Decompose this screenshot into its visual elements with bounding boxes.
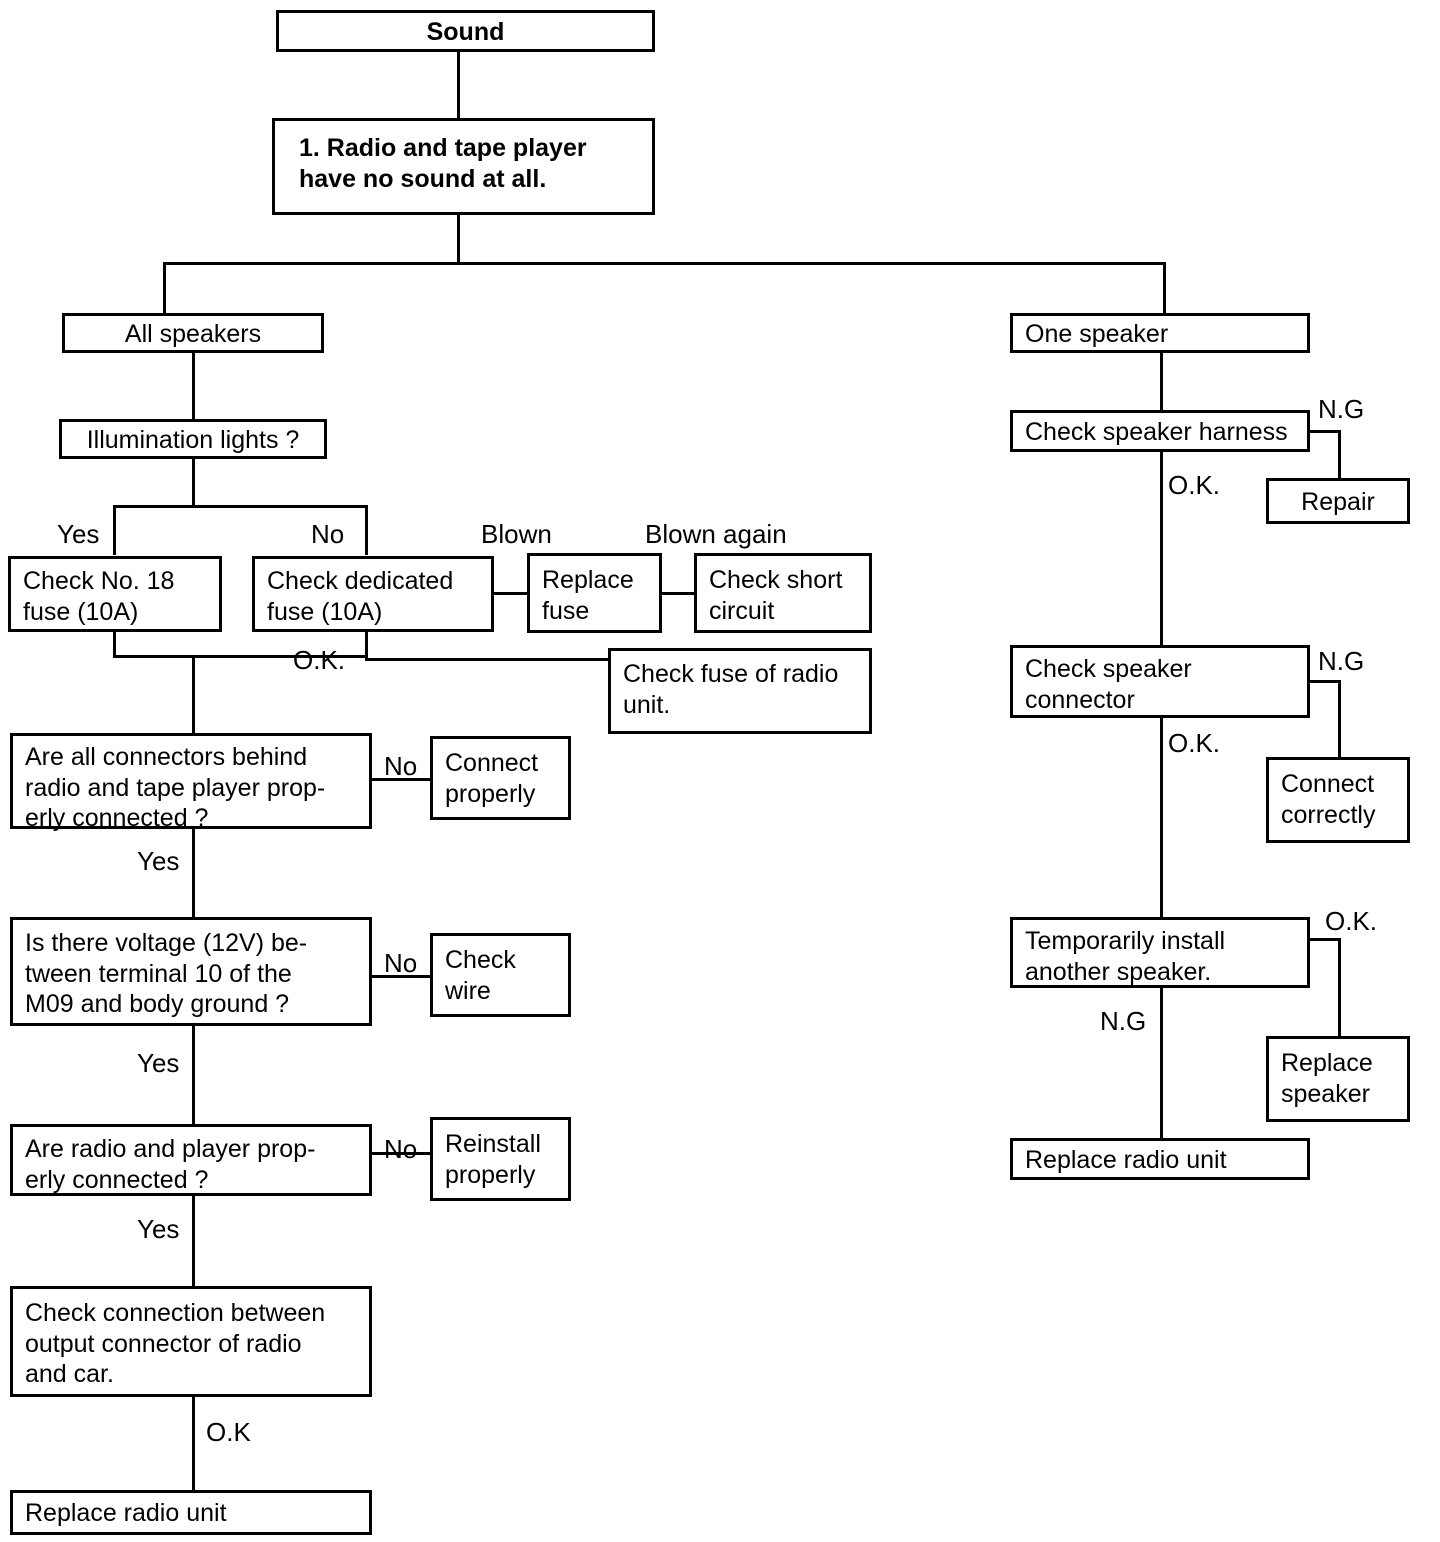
edge-temp-to-replace-radio — [1160, 988, 1163, 1138]
edge-voltage-to-radioplayer — [192, 1026, 195, 1124]
edge-harness-ng-down — [1338, 430, 1341, 480]
edge-label-no-connectors: No — [384, 751, 418, 781]
edge-voltage-to-check-wire — [372, 975, 432, 978]
edge-connector-ng-right — [1307, 680, 1341, 683]
node-temporarily-install[interactable]: Temporarily install another speaker. — [1010, 917, 1310, 988]
edge-ok-junction-down — [192, 655, 195, 733]
edge-label-ok-output: O.K — [206, 1417, 251, 1447]
node-replace-radio-unit-left[interactable]: Replace radio unit — [10, 1490, 372, 1535]
edge-dedicated-to-replace-fuse — [491, 592, 530, 595]
edge-radioplayer-to-output — [192, 1196, 195, 1286]
edge-label-no-radio-player: No — [384, 1134, 418, 1164]
node-check-speaker-harness[interactable]: Check speaker harness — [1010, 410, 1310, 452]
node-all-speakers[interactable]: All speakers — [62, 313, 324, 353]
node-check-speaker-connector[interactable]: Check speaker connector — [1010, 645, 1310, 718]
edge-label-ng-temp-install: N.G — [1100, 1006, 1147, 1036]
node-reinstall-properly[interactable]: Reinstall properly — [430, 1117, 571, 1201]
node-replace-radio-unit-right[interactable]: Replace radio unit — [1010, 1138, 1310, 1180]
node-check-dedicated-fuse[interactable]: Check dedicated fuse (10A) — [252, 556, 494, 632]
node-voltage-question[interactable]: Is there voltage (12V) be- tween termina… — [10, 917, 372, 1026]
edge-illumination-yes-down — [113, 505, 116, 555]
edge-label-no-voltage: No — [384, 948, 418, 978]
edge-no18-down-a — [113, 632, 116, 658]
edge-harness-to-connector — [1160, 452, 1163, 648]
edge-allspeakers-to-illumination — [192, 353, 195, 421]
edge-split-left-down — [163, 262, 166, 315]
edge-label-ok-fuse: O.K. — [293, 645, 346, 675]
edge-label-ok-temp-install: O.K. — [1325, 906, 1378, 936]
edge-onespeaker-to-harness — [1160, 353, 1163, 413]
edge-label-blown: Blown — [481, 519, 552, 549]
edge-temp-ok-right — [1307, 938, 1341, 941]
edge-split-bar — [163, 262, 1166, 265]
edge-sound-to-symptom — [457, 52, 460, 118]
edge-illumination-down — [192, 459, 195, 508]
node-illumination-lights[interactable]: Illumination lights ? — [59, 419, 327, 459]
node-check-fuse-radio-unit[interactable]: Check fuse of radio unit. — [608, 648, 872, 734]
node-one-speaker[interactable]: One speaker — [1010, 313, 1310, 353]
edge-symptom-down — [457, 215, 460, 265]
edge-replace-to-short-circuit — [659, 592, 697, 595]
node-connect-correctly[interactable]: Connect correctly — [1266, 757, 1410, 843]
edge-connector-to-temp-install — [1160, 718, 1163, 920]
node-sound[interactable]: Sound — [276, 10, 655, 52]
edge-output-to-replace-radio — [192, 1397, 195, 1490]
node-check-wire[interactable]: Check wire — [430, 933, 571, 1017]
node-check-short-circuit[interactable]: Check short circuit — [694, 553, 872, 633]
edge-split-right-down — [1163, 262, 1166, 315]
node-replace-speaker[interactable]: Replace speaker — [1266, 1036, 1410, 1122]
node-replace-fuse[interactable]: Replace fuse — [527, 553, 662, 633]
node-connect-properly[interactable]: Connect properly — [430, 736, 571, 820]
node-connectors-question[interactable]: Are all connectors behind radio and tape… — [10, 733, 372, 832]
edge-no18-ok-right — [113, 655, 368, 658]
edge-label-no-illumination: No — [311, 519, 345, 549]
edge-okfuse-right-1 — [365, 658, 613, 661]
edge-label-yes-radio-player: Yes — [137, 1214, 180, 1244]
edge-label-blown-again: Blown again — [645, 519, 787, 549]
edge-label-yes-illumination: Yes — [57, 519, 100, 549]
edge-connectors-to-connect-properly — [372, 778, 432, 781]
node-radio-player-question[interactable]: Are radio and player prop- erly connecte… — [10, 1124, 372, 1196]
node-symptom[interactable]: 1. Radio and tape player have no sound a… — [272, 118, 655, 215]
edge-label-ng-harness: N.G — [1318, 394, 1365, 424]
edge-connector-ng-down — [1338, 680, 1341, 757]
edge-illumination-no-down — [365, 505, 368, 555]
edge-label-yes-voltage: Yes — [137, 1048, 180, 1078]
node-repair[interactable]: Repair — [1266, 478, 1410, 524]
node-check-output-connection[interactable]: Check connection between output connecto… — [10, 1286, 372, 1397]
edge-ok-junction-up — [365, 632, 368, 658]
edge-connectors-to-voltage — [192, 829, 195, 917]
edge-harness-ng-right — [1307, 430, 1341, 433]
edge-radioplayer-to-reinstall — [372, 1152, 432, 1155]
edge-label-ok-harness: O.K. — [1168, 470, 1221, 500]
node-check-no18-fuse[interactable]: Check No. 18 fuse (10A) — [8, 556, 222, 632]
edge-label-ng-connector: N.G — [1318, 646, 1365, 676]
edge-label-yes-connectors: Yes — [137, 846, 180, 876]
edge-illumination-fork-bar — [113, 505, 368, 508]
edge-temp-ok-down — [1338, 938, 1341, 1036]
edge-label-ok-connector: O.K. — [1168, 728, 1221, 758]
